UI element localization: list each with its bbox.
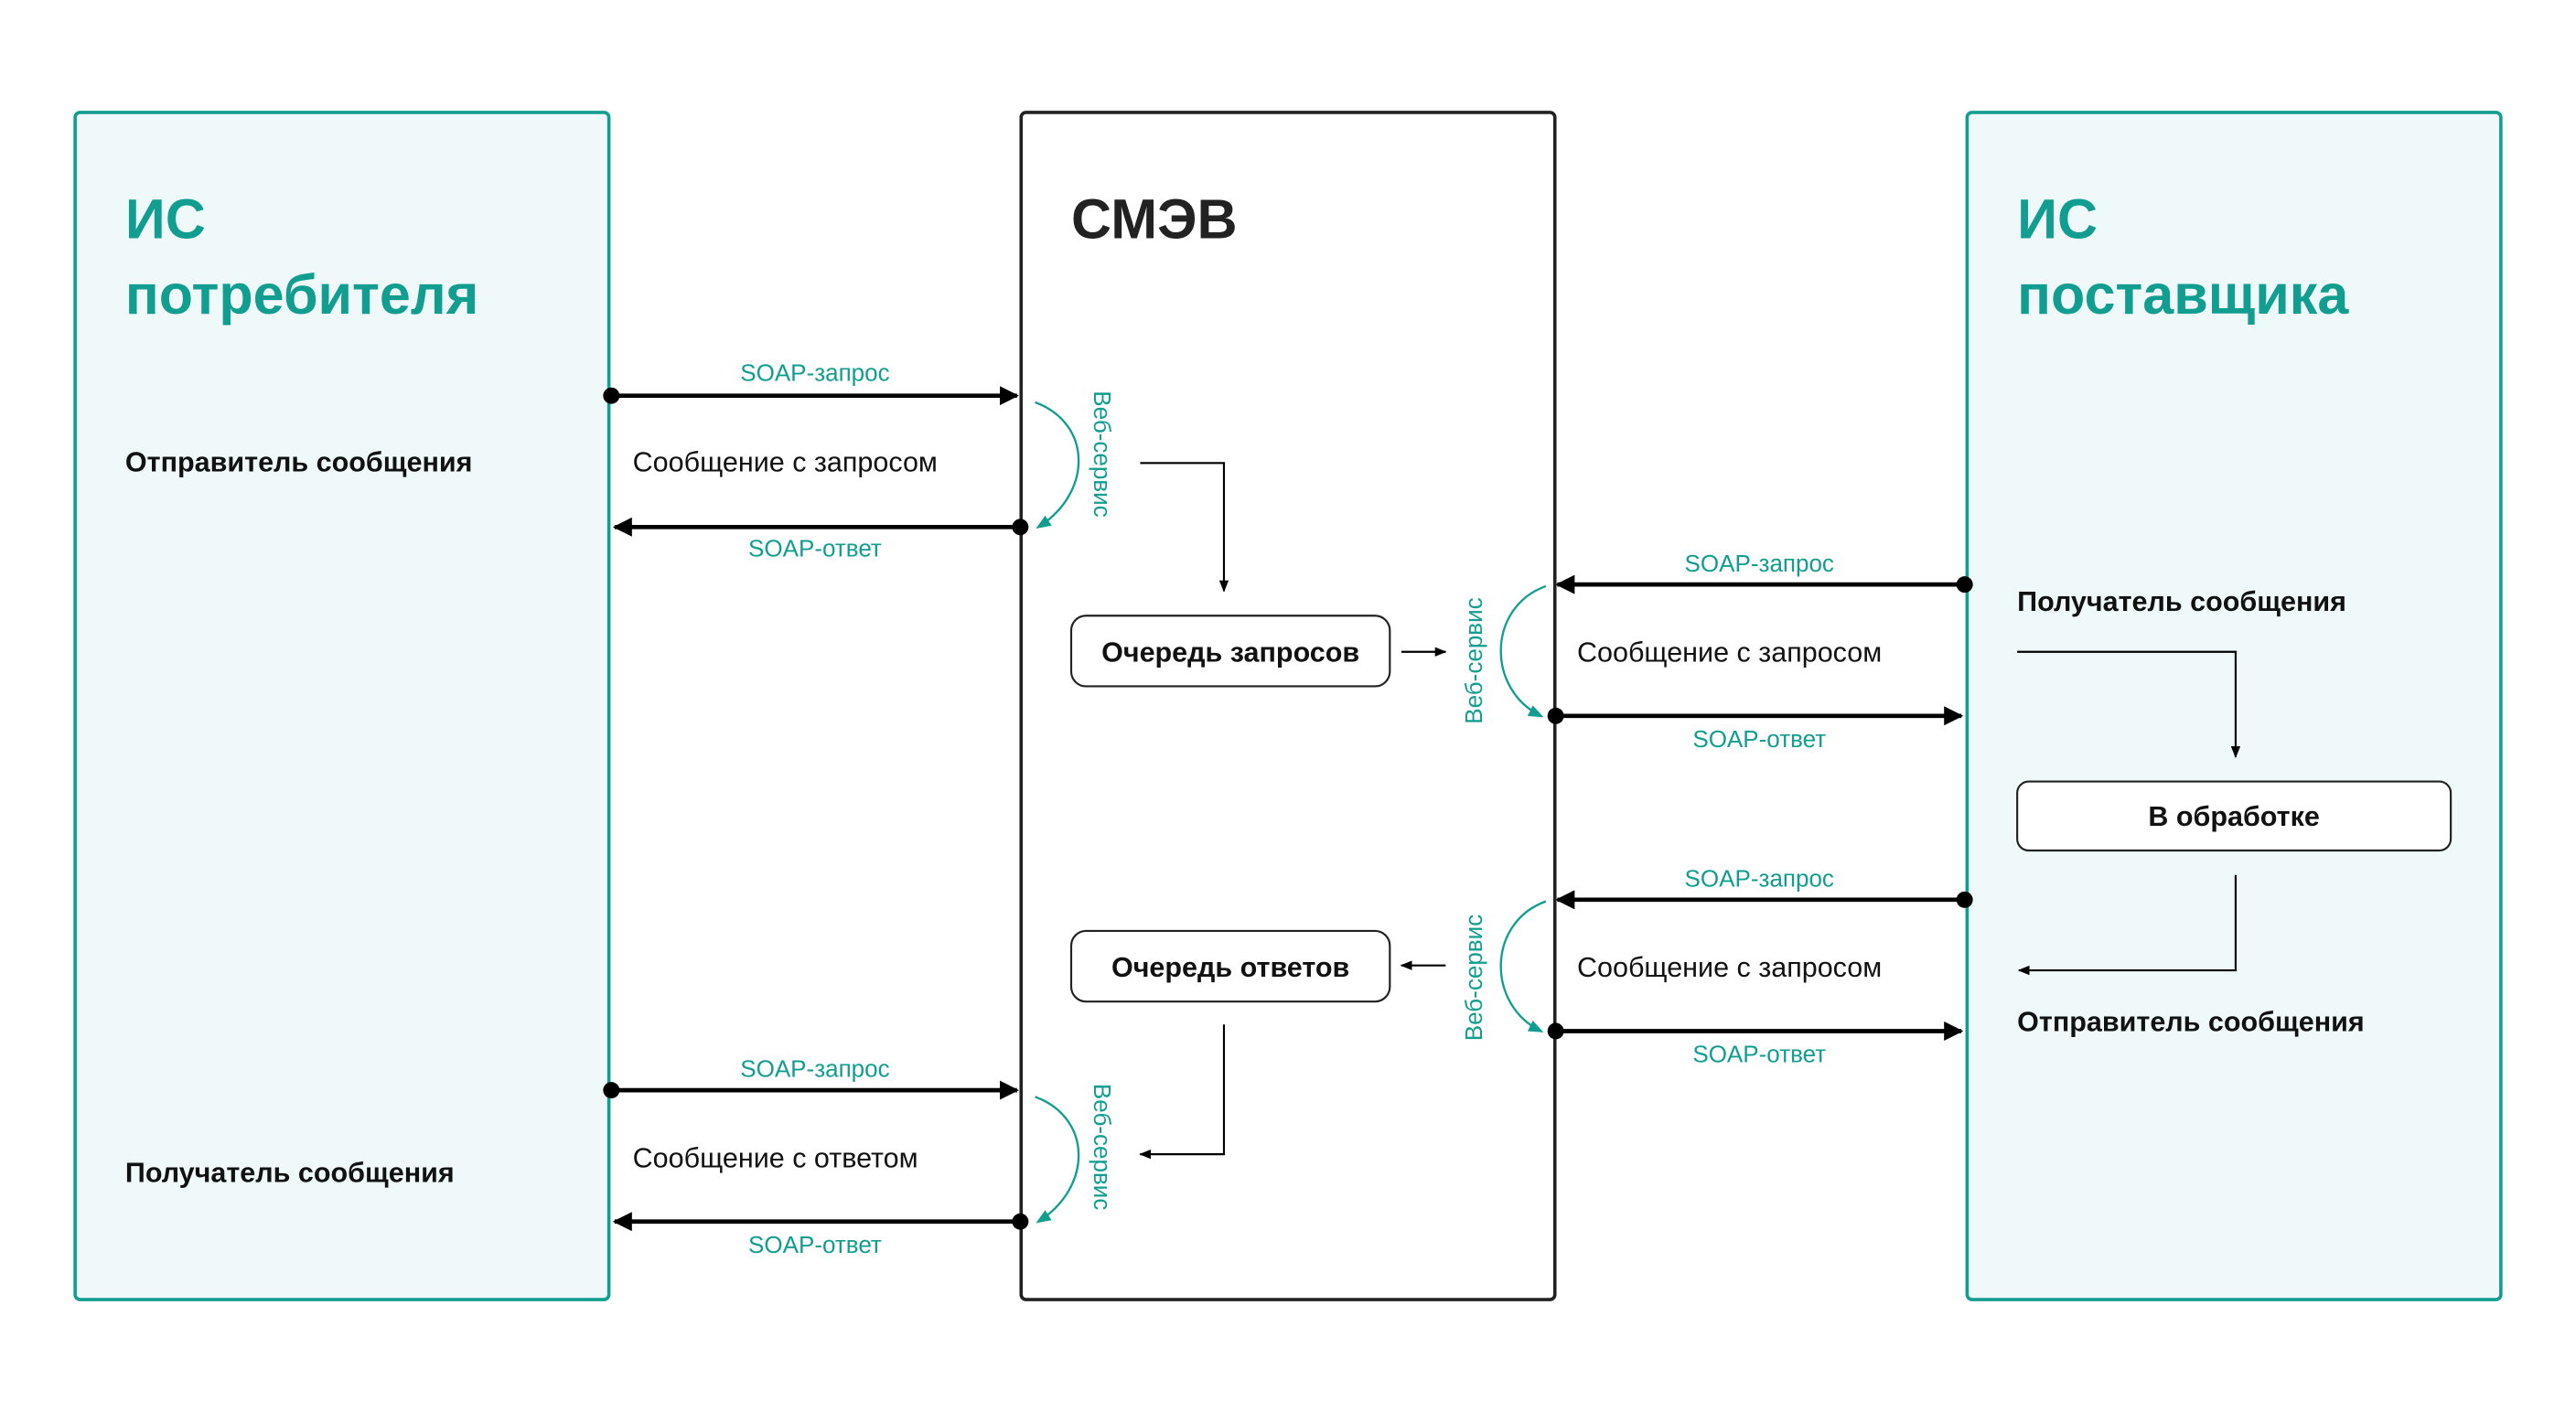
provider-receiver-label: Получатель сообщения	[2017, 586, 2346, 617]
provider-title-line1: ИС	[2017, 187, 2098, 250]
exchange-consumer-get-response: SOAP-запрос Сообщение с ответом SOAP-отв…	[603, 1055, 1116, 1258]
message-label: Сообщение с запросом	[633, 446, 938, 477]
consumer-sender-label: Отправитель сообщения	[125, 446, 473, 477]
web-service-curve	[1499, 584, 1547, 718]
provider-sender-label: Отправитель сообщения	[2017, 1006, 2365, 1037]
web-service-label: Веб-сервис	[1089, 390, 1116, 517]
provider-is-box: ИС поставщика Получатель сообщения В обр…	[1965, 111, 2503, 1301]
flow-to-processing	[2017, 650, 2241, 758]
consumer-title-line1: ИС	[125, 187, 206, 250]
soap-request-label: SOAP-запрос	[1685, 864, 1834, 892]
soap-response-label: SOAP-ответ	[748, 535, 882, 562]
exchange-provider-get-request: SOAP-запрос Сообщение с запросом SOAP-от…	[1460, 550, 1973, 753]
message-label: Сообщение с запросом	[1577, 637, 1882, 669]
web-service-curve	[1499, 900, 1547, 1032]
flow-from-response-queue	[1139, 1024, 1226, 1160]
provider-title-line2: поставщика	[2017, 263, 2349, 326]
soap-request-label: SOAP-запрос	[740, 1055, 889, 1083]
soap-request-label: SOAP-запрос	[1685, 550, 1834, 577]
web-service-curve	[1035, 1096, 1080, 1224]
flow-to-request-queue	[1140, 462, 1229, 593]
processing-box	[2016, 780, 2453, 852]
smev-box: СМЭВ Очередь запросов Очередь ответов	[1019, 111, 1557, 1301]
soap-response-label: SOAP-ответ	[1692, 725, 1826, 753]
web-service-label: Веб-сервис	[1460, 915, 1487, 1041]
consumer-receiver-label: Получатель сообщения	[125, 1158, 455, 1189]
message-label: Сообщение с ответом	[633, 1142, 918, 1173]
message-label: Сообщение с запросом	[1577, 952, 1882, 983]
soap-response-label: SOAP-ответ	[1692, 1041, 1826, 1068]
web-service-label: Веб-сервис	[1460, 597, 1487, 723]
smev-title: СМЭВ	[1071, 187, 1238, 250]
exchange-provider-send-response: SOAP-запрос Сообщение с запросом SOAP-от…	[1460, 864, 1973, 1068]
response-queue-label: Очередь ответов	[1111, 952, 1349, 983]
flow-from-processing	[2017, 874, 2237, 976]
processing-label: В обработке	[2148, 801, 2320, 832]
response-queue-box	[1069, 929, 1391, 1003]
consumer-is-box: ИС потребителя Отправитель сообщения Пол…	[73, 111, 611, 1301]
exchange-consumer-request: SOAP-запрос Сообщение с запросом SOAP-от…	[603, 359, 1229, 593]
consumer-title-line2: потребителя	[125, 263, 478, 326]
request-queue-box	[1069, 615, 1391, 688]
soap-response-label: SOAP-ответ	[748, 1231, 882, 1258]
soap-request-label: SOAP-запрос	[740, 359, 889, 387]
request-queue-label: Очередь запросов	[1101, 637, 1359, 669]
web-service-curve	[1035, 401, 1080, 530]
web-service-label: Веб-сервис	[1089, 1084, 1116, 1210]
